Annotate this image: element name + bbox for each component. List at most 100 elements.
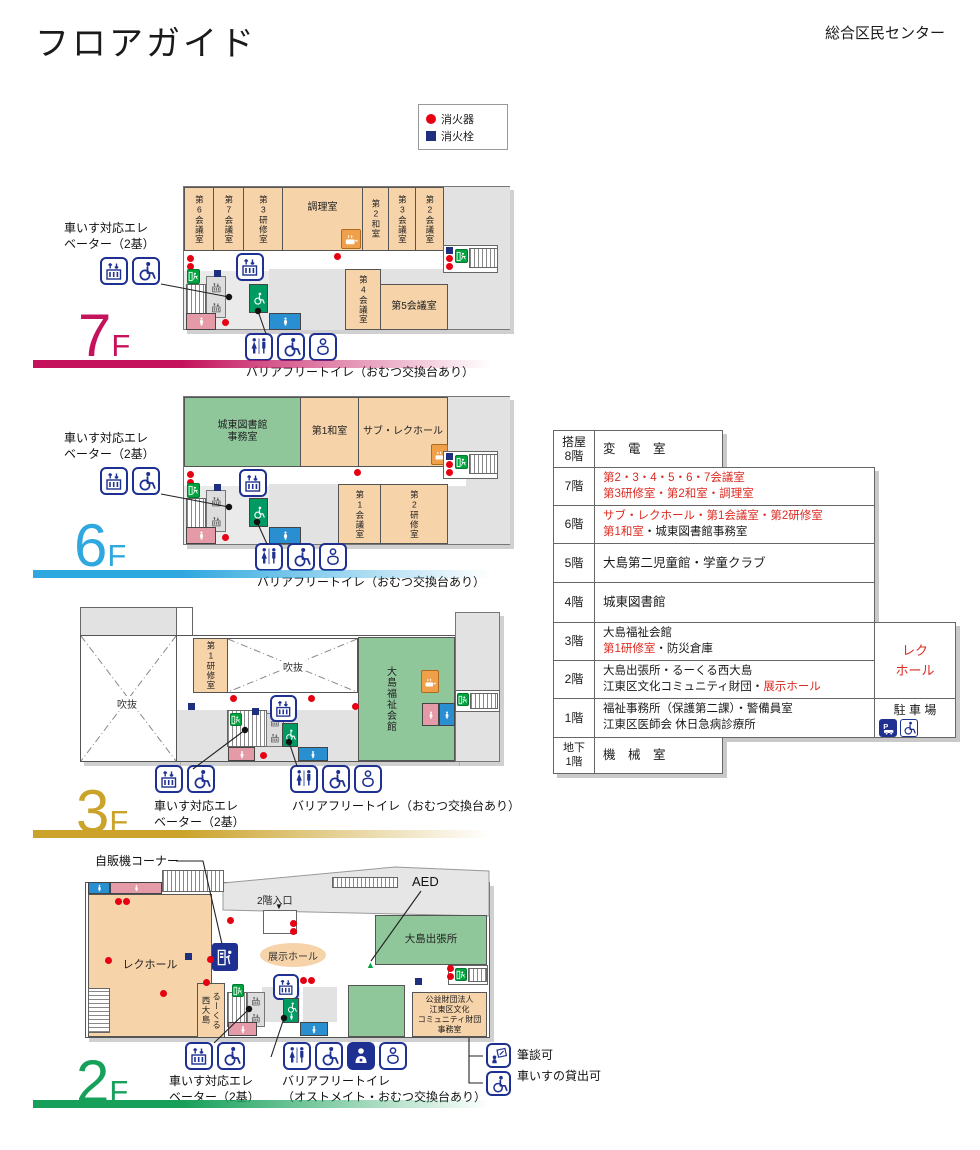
- directory-floor-label: 7階: [554, 468, 595, 505]
- stairs: [88, 988, 110, 1033]
- floor-bar-6f: [33, 570, 530, 578]
- elevator-glyph: [270, 733, 280, 743]
- directory-entry: 福祉事務所（保護第二課）・警備員室: [603, 703, 793, 716]
- fire-extinguisher-dot: [207, 956, 214, 963]
- room-meeting7: 第7会議室: [213, 187, 244, 251]
- directory-entry: 第1和室: [603, 525, 644, 538]
- fire-hydrant-square: [214, 484, 221, 491]
- entrance-label: 2階入口: [257, 896, 293, 907]
- aed-triangle: ▲: [366, 960, 375, 970]
- elevator-glyph: [211, 496, 222, 507]
- mens-toilet: [439, 703, 455, 726]
- fire-extinguisher-dot: [123, 898, 130, 905]
- room-fukushi-kaikan: 大島福祉会館: [358, 637, 455, 761]
- directory-entry: サブ・レクホール・第1会議室・第2研修室: [603, 509, 823, 522]
- fire-hydrant-square: [446, 453, 453, 460]
- womens-toilet: [110, 882, 162, 894]
- directory-entry: ・防災倉庫: [655, 642, 713, 655]
- upper-block: [80, 607, 177, 636]
- stairs: [469, 454, 498, 474]
- parking-cell: 駐 車 場: [874, 698, 956, 738]
- directory-row-4: 4階 城東図書館: [553, 582, 875, 623]
- floor7-plan: 第6会議室 第7会議室 第3研修室 調理室 第2和室 第3会議室 第2会議室: [183, 186, 510, 330]
- entrance-arrow: ▼: [275, 902, 283, 911]
- toilet-mf-icon: [290, 765, 318, 793]
- fire-hydrant-square: [185, 953, 192, 960]
- directory-entry: 変 電 室: [603, 441, 666, 456]
- fire-extinguisher-dot: [160, 990, 167, 997]
- org-name: 総合区民センター: [824, 25, 945, 42]
- floor3-plan: 吹抜 第1研修室 吹抜 大島福祉会館: [80, 607, 500, 770]
- directory-row-5: 5階 大島第二児童館・学童クラブ: [553, 543, 875, 583]
- directory-floor-label: 6階: [554, 506, 595, 543]
- accessible-toilet: [249, 284, 268, 313]
- mens-toilet: [269, 527, 301, 544]
- womens-toilet: [422, 703, 439, 726]
- entrance-plaza: [222, 866, 490, 917]
- directory-floor-label: 4階: [554, 583, 595, 622]
- room-training2: 第2研修室: [380, 484, 448, 544]
- directory-entry: ・城東図書館事務室: [643, 525, 748, 538]
- wheelchair-icon: [187, 765, 215, 793]
- wheelchair-icon: [217, 1042, 245, 1070]
- elevator-icon: [239, 469, 267, 497]
- service-area: [381, 269, 443, 284]
- fire-extinguisher-dot: [260, 752, 267, 759]
- vending-corner-note: 自販機コーナー: [95, 854, 180, 868]
- stairs: [468, 968, 487, 982]
- directory-floor-label: 地下 1階: [554, 738, 595, 773]
- directory-row-6: 6階 サブ・レクホール・第1会議室・第2研修室 第1和室・城東図書館事務室: [553, 505, 875, 544]
- accessible-toilet: [282, 723, 298, 747]
- fire-extinguisher-dot: [308, 695, 315, 702]
- railing: [162, 870, 224, 892]
- exit-sign-icon: [455, 455, 468, 469]
- atrium-void: 吹抜: [80, 635, 177, 762]
- directory-floor-label: 搭屋 8階: [554, 431, 595, 467]
- elevator-note: 車いす対応エレ ベーター（2基）: [154, 799, 245, 830]
- fire-extinguisher-dot: [187, 471, 194, 478]
- exit-sign-icon: [187, 269, 200, 284]
- womens-toilet: [186, 313, 216, 330]
- fire-extinguisher-dot: [300, 977, 307, 984]
- elevator-glyph: [211, 282, 222, 293]
- parking-label: 駐 車 場: [893, 703, 937, 717]
- directory-floor-label: 2階: [554, 661, 595, 698]
- room-foundation-office: 公益財団法人 江東区文化 コミュニティ財団 事務室: [412, 992, 487, 1037]
- fire-extinguisher-dot: [222, 534, 229, 541]
- wheelchair-icon: [486, 1071, 511, 1096]
- elevator-icon: [100, 467, 128, 495]
- elevator-icon: [100, 257, 128, 285]
- fire-extinguisher-dot: [354, 469, 361, 476]
- fire-extinguisher-dot: [446, 255, 453, 262]
- wheelchair-icon: [900, 719, 918, 737]
- atrium-label: 吹抜: [115, 696, 139, 711]
- directory-row-7: 7階 第2・3・4・5・6・7会議室 第3研修室・第2和室・調理室: [553, 467, 875, 506]
- fire-extinguisher-dot: [446, 469, 453, 476]
- baby-icon: [309, 333, 337, 361]
- directory-entry: 大島出張所・るーくる西大島: [603, 664, 753, 677]
- kitchenette-icon: [421, 670, 439, 693]
- directory-entry: 大島第二児童館・学童クラブ: [603, 555, 766, 570]
- mens-toilet: [269, 313, 301, 330]
- right-wing: [455, 612, 500, 762]
- floor6-plan: 城東図書館 事務室 第1和室 サブ・レクホール 第1会議室 第2研修室: [183, 396, 510, 545]
- elevator-glyph: [211, 516, 222, 527]
- fire-hydrant-legend-icon: [426, 130, 436, 141]
- room-rukuru: るーくる 西大島: [197, 983, 225, 1038]
- service-area: [303, 987, 337, 1022]
- womens-toilet: [228, 747, 255, 761]
- elevator-icon: [270, 695, 297, 722]
- aed-note: AED: [412, 874, 439, 889]
- mens-toilet: [298, 747, 328, 761]
- toilet-mf-icon: [255, 543, 283, 571]
- fire-extinguisher-dot: [446, 263, 453, 270]
- railing: [332, 877, 398, 888]
- directory-row-b1: 地下 1階 機 械 室: [553, 737, 723, 774]
- legend-extinguisher-label: 消火器: [441, 113, 474, 126]
- legend-hydrant-label: 消火栓: [441, 130, 474, 143]
- directory-floor-label: 3階: [554, 623, 595, 660]
- fire-hydrant-square: [446, 247, 453, 254]
- mens-toilet: [88, 882, 110, 894]
- fire-extinguisher-dot: [446, 461, 453, 468]
- wheelchair-icon: [315, 1042, 343, 1070]
